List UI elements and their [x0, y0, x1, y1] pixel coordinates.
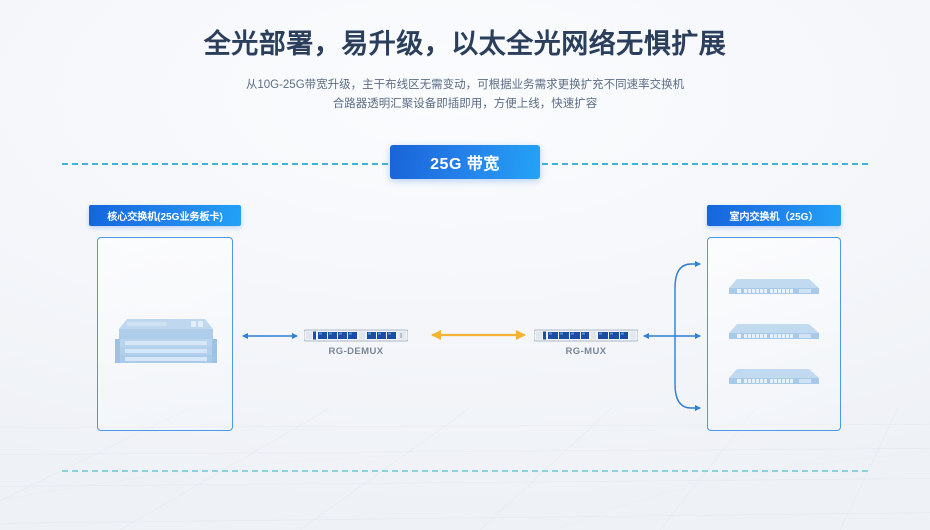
- core-switch-stack-icon: [115, 319, 217, 363]
- subtitle-line-2: 合路器透明汇聚设备即插即用，方便上线，快速扩容: [332, 98, 598, 111]
- rg-mux-device-icon: [534, 329, 638, 342]
- indoor-switch-icon-3: [729, 369, 819, 384]
- indoor-switch-icon-2: [729, 324, 819, 339]
- bandwidth-banner: 25G 带宽: [390, 145, 540, 179]
- rg-mux-caption: RG-MUX: [565, 346, 607, 357]
- page-title: 全光部署，易升级，以太全光网络无惧扩展: [203, 29, 727, 59]
- indoor-switch-icon-1: [729, 279, 819, 294]
- group-label-core-switch: 核心交换机(25G业务板卡): [89, 205, 241, 226]
- group-label-indoor-switch: 室内交换机（25G）: [707, 205, 841, 226]
- rg-demux-caption: RG-DEMUX: [328, 346, 384, 357]
- rg-demux-device-icon: [304, 329, 408, 342]
- dashed-rail-bottom: [62, 470, 868, 472]
- header: 全光部署，易升级，以太全光网络无惧扩展 从10G-25G带宽升级，主干布线区无需…: [0, 28, 930, 115]
- subtitle-line-1: 从10G-25G带宽升级，主干布线区无需变动，可根据业务需求更换扩充不同速率交换…: [245, 78, 685, 91]
- page-subtitle: 从10G-25G带宽升级，主干布线区无需变动，可根据业务需求更换扩充不同速率交换…: [0, 76, 930, 115]
